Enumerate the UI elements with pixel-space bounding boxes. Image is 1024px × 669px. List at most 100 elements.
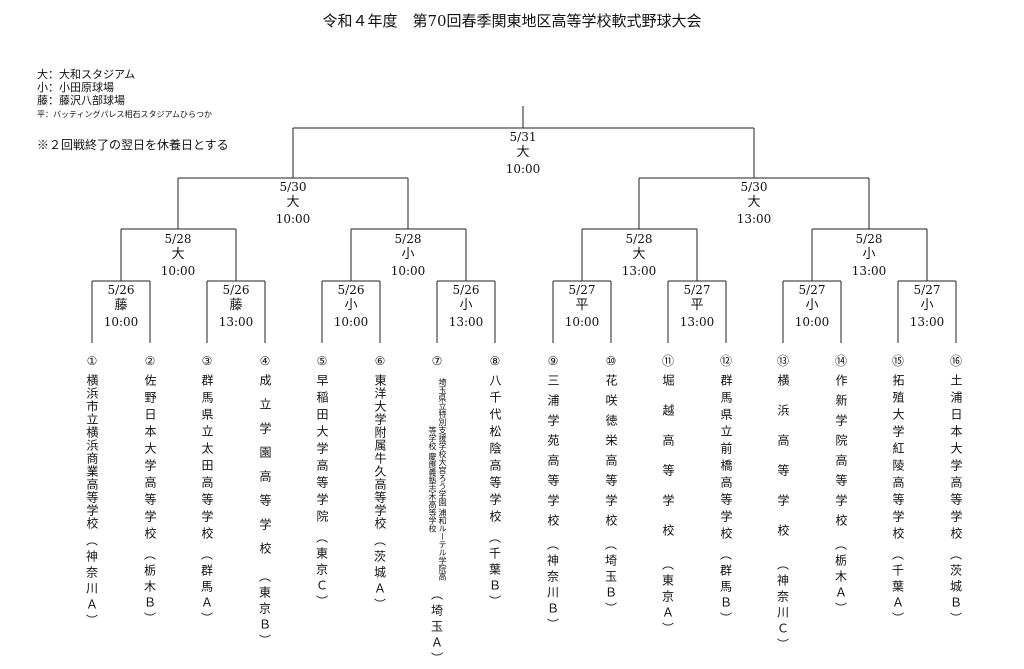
match-final: 5/31 大 10:00 <box>483 129 563 177</box>
match-time: 13:00 <box>909 315 945 329</box>
team-10: ⑩ 花咲徳栄高等学校 （埼玉Ｂ） <box>601 352 621 618</box>
team-name: 埼玉県立特別支援学校大宮ろう学園 浦和ルーテル学院高等学校 慶應義塾志木高等学校 <box>428 377 447 581</box>
match-venue: 藤 <box>114 298 128 313</box>
team-prefecture: （栃木Ａ） <box>833 538 848 618</box>
team-number: ② <box>144 354 156 368</box>
team-15: ⑮ 拓殖大学紅陵高等学校 （千葉Ａ） <box>888 352 908 628</box>
match-time: 10:00 <box>103 315 139 329</box>
team-12: ⑫ 群馬県立前橋高等学校 （群馬Ｂ） <box>716 352 736 628</box>
team-prefecture: （埼玉Ａ） <box>429 588 444 668</box>
team-name: 作新学院高等学校 <box>834 374 848 534</box>
team-prefecture: （神奈川Ｂ） <box>545 538 560 634</box>
team-name: 早稲田大学高等学院 <box>315 374 329 527</box>
match-date: 5/27 <box>683 283 711 297</box>
match-date: 5/28 <box>164 232 192 246</box>
match-time: 13:00 <box>851 264 887 278</box>
match-time: 10:00 <box>794 315 830 329</box>
match-venue: 大 <box>286 195 300 210</box>
team-5: ⑤ 早稲田大学高等学院 （東京Ｃ） <box>312 352 332 611</box>
team-prefecture: （茨城Ａ） <box>372 534 387 614</box>
match-round1-7: 5/27 小 10:00 <box>772 282 852 330</box>
match-venue: 大 <box>516 145 530 160</box>
team-number: ⑭ <box>834 354 847 368</box>
team-prefecture: （埼玉Ｂ） <box>603 538 618 618</box>
team-8: ⑧ 八千代松陰高等学校 （千葉Ｂ） <box>485 352 505 611</box>
match-time: 13:00 <box>736 212 772 226</box>
rest-day-note: ※２回戦終了の翌日を休養日とする <box>37 138 229 152</box>
team-name: 八千代松陰高等学校 <box>488 374 502 527</box>
match-date: 5/27 <box>798 283 826 297</box>
match-round1-4: 5/26 小 13:00 <box>426 282 506 330</box>
team-name: 拓殖大学紅陵高等学校 <box>891 374 905 544</box>
match-round1-8: 5/27 小 13:00 <box>887 282 967 330</box>
team-prefecture: （群馬Ｂ） <box>718 548 733 628</box>
match-round1-3: 5/26 小 10:00 <box>311 282 391 330</box>
match-date: 5/30 <box>740 180 768 194</box>
legend-venue-yamato: 大：大和スタジアム <box>37 68 136 81</box>
team-name: 堀越高等学校 <box>661 374 675 554</box>
match-date: 5/31 <box>509 130 537 144</box>
team-prefecture: （東京Ｃ） <box>314 531 329 611</box>
match-time: 10:00 <box>275 212 311 226</box>
team-name: 花咲徳栄高等学校 <box>604 374 618 534</box>
match-venue: 小 <box>805 298 819 313</box>
team-prefecture: （神奈川Ａ） <box>84 534 99 630</box>
match-venue: 小 <box>401 247 415 262</box>
match-round1-5: 5/27 平 10:00 <box>542 282 622 330</box>
team-name: 横浜高等学校 <box>776 374 790 554</box>
team-prefecture: （東京Ｂ） <box>257 570 272 650</box>
team-14: ⑭ 作新学院高等学校 （栃木Ａ） <box>831 352 851 618</box>
match-venue: 大 <box>747 195 761 210</box>
team-13: ⑬ 横浜高等学校 （神奈川Ｃ） <box>773 352 793 654</box>
team-3: ③ 群馬県立太田高等学校 （群馬Ａ） <box>197 352 217 628</box>
team-number: ⑬ <box>776 354 789 368</box>
page-title: 令和４年度 第70回春季関東地区高等学校軟式野球大会 <box>322 12 702 30</box>
team-number: ⑮ <box>891 354 904 368</box>
match-venue: 小 <box>862 247 876 262</box>
team-name: 土浦日本大学高等学校 <box>949 374 963 544</box>
match-date: 5/26 <box>452 283 480 297</box>
team-number: ⑯ <box>949 354 962 368</box>
match-venue: 平 <box>575 298 589 313</box>
legend-venue-odawara: 小：小田原球場 <box>37 81 114 94</box>
match-round1-6: 5/27 平 13:00 <box>657 282 737 330</box>
team-name: 佐野日本大学高等学校 <box>143 374 157 544</box>
match-semifinal-2: 5/30 大 13:00 <box>714 179 794 227</box>
team-2: ② 佐野日本大学高等学校 （栃木Ｂ） <box>140 352 160 628</box>
team-7: ⑦ 埼玉県立特別支援学校大宮ろう学園 浦和ルーテル学院高等学校 慶應義塾志木高等… <box>419 352 455 668</box>
match-quarterfinal-1: 5/28 大 10:00 <box>138 231 218 279</box>
match-time: 10:00 <box>564 315 600 329</box>
match-date: 5/28 <box>394 232 422 246</box>
team-name: 三浦学苑高等学校 <box>546 374 560 534</box>
match-time: 13:00 <box>218 315 254 329</box>
match-round1-2: 5/26 藤 13:00 <box>196 282 276 330</box>
team-prefecture: （東京Ａ） <box>660 558 675 638</box>
team-9: ⑨ 三浦学苑高等学校 （神奈川Ｂ） <box>543 352 563 634</box>
team-number: ⑪ <box>661 354 674 368</box>
match-date: 5/26 <box>222 283 250 297</box>
team-number: ⑩ <box>605 354 617 368</box>
team-number: ⑦ <box>431 354 443 368</box>
team-11: ⑪ 堀越高等学校 （東京Ａ） <box>658 352 678 638</box>
team-prefecture: （神奈川Ｃ） <box>775 558 790 654</box>
team-number: ⑧ <box>489 354 501 368</box>
team-prefecture: （茨城Ｂ） <box>948 548 963 628</box>
match-time: 10:00 <box>160 264 196 278</box>
match-time: 13:00 <box>448 315 484 329</box>
match-date: 5/27 <box>568 283 596 297</box>
team-6: ⑥ 東洋大学附属牛久高等学校 （茨城Ａ） <box>370 352 390 614</box>
match-quarterfinal-3: 5/28 大 13:00 <box>599 231 679 279</box>
team-number: ⑨ <box>547 354 559 368</box>
match-venue: 大 <box>632 247 646 262</box>
legend-venue-fujisawa: 藤：藤沢八部球場 <box>37 94 125 107</box>
legend-venue-hiratsuka: 平：バッティングパレス相石スタジアムひらつか <box>37 110 212 119</box>
match-date: 5/26 <box>337 283 365 297</box>
match-quarterfinal-4: 5/28 小 13:00 <box>829 231 909 279</box>
match-date: 5/28 <box>625 232 653 246</box>
team-number: ⑤ <box>316 354 328 368</box>
team-prefecture: （千葉Ｂ） <box>487 531 502 611</box>
team-name: 群馬県立前橋高等学校 <box>719 374 733 544</box>
team-prefecture: （栃木Ｂ） <box>142 548 157 628</box>
match-date: 5/28 <box>855 232 883 246</box>
